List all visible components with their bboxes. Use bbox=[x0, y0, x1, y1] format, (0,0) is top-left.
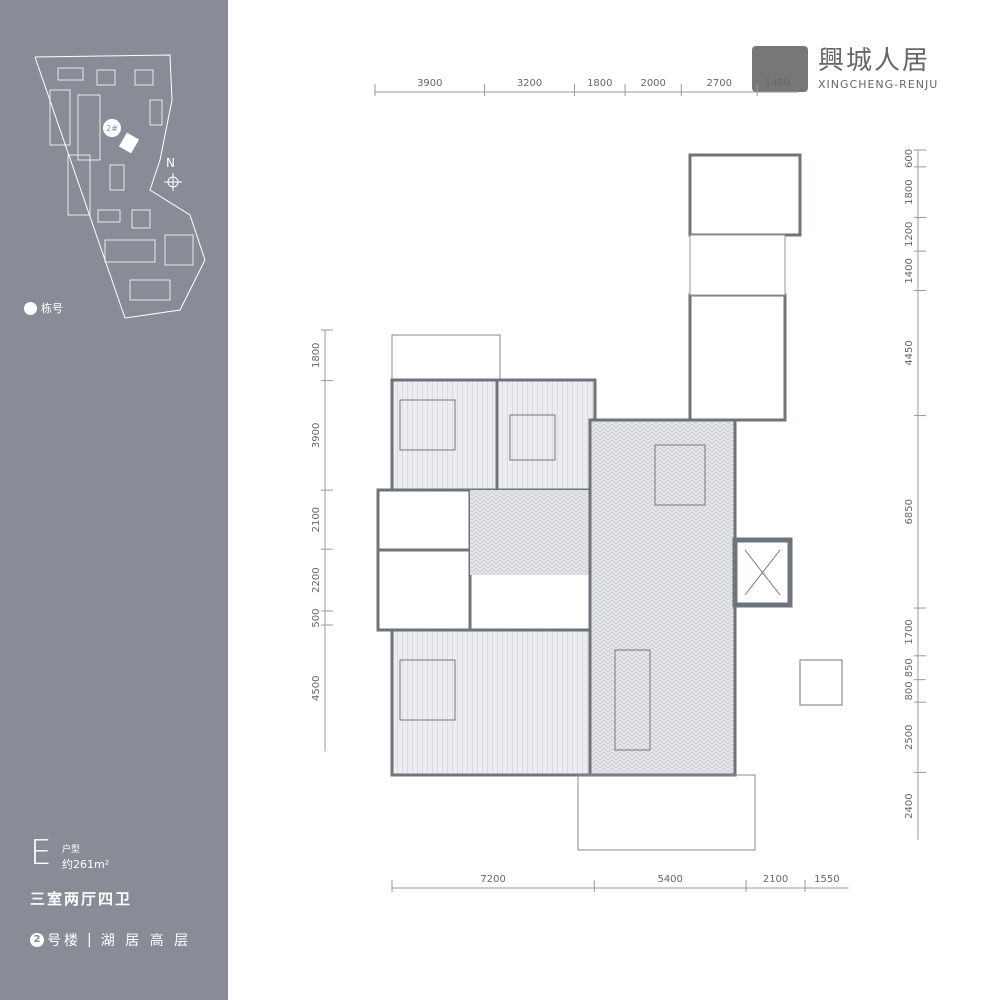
building-name: 号楼 bbox=[47, 933, 81, 949]
balcony-north bbox=[391, 334, 501, 381]
left-dimension-label: 2100 bbox=[311, 507, 322, 532]
elevator-cross-icon bbox=[744, 549, 781, 596]
bed-1 bbox=[399, 399, 456, 451]
top-dimension-label: 2000 bbox=[640, 78, 665, 89]
building-marker-label: 2# bbox=[106, 124, 118, 133]
service-elevator bbox=[799, 659, 843, 706]
left-dimension-label: 500 bbox=[311, 608, 322, 627]
right-dimension-label: 2400 bbox=[904, 793, 915, 818]
rooms bbox=[376, 153, 843, 851]
master-bed bbox=[399, 659, 456, 721]
building-series: 湖 居 高 层 bbox=[100, 933, 192, 949]
living-dining bbox=[588, 418, 737, 777]
right-dimension-label: 600 bbox=[904, 149, 915, 168]
bottom-dimension-label: 2100 bbox=[763, 874, 788, 885]
top-dimension-label: 2700 bbox=[706, 78, 731, 89]
right-dimension-label: 1700 bbox=[904, 619, 915, 644]
unit-type-label: 户型 bbox=[62, 845, 81, 855]
unit-letter: E bbox=[30, 833, 52, 873]
compass-icon bbox=[164, 173, 182, 191]
right-dimension-label: 1200 bbox=[904, 222, 915, 247]
left-dimension-label: 3900 bbox=[311, 423, 322, 448]
corridor bbox=[470, 490, 595, 575]
north-label: N bbox=[166, 156, 175, 170]
right-dimension-label: 850 bbox=[904, 658, 915, 677]
logo-cn: 興城人居 bbox=[818, 45, 931, 76]
legend: 栋号 bbox=[24, 300, 63, 316]
sofa bbox=[614, 649, 651, 751]
separator: | bbox=[87, 932, 95, 948]
left-dimension-label: 2200 bbox=[311, 567, 322, 592]
bedroom-2 bbox=[495, 378, 597, 492]
bed-2 bbox=[509, 414, 556, 461]
dimension-lines: 3900 3200 1800 2000 2700 1450 7200 5400 2100 1550… bbox=[311, 78, 926, 892]
site-plan-map: 2# bbox=[34, 54, 206, 319]
dining-table bbox=[654, 444, 706, 506]
brand-logo: 興城人居 XINGCHENG-RENJU bbox=[752, 46, 938, 92]
building-2-marker bbox=[103, 119, 121, 137]
left-dimension-label: 1800 bbox=[311, 343, 322, 368]
bottom-dimension-label: 1550 bbox=[814, 874, 839, 885]
bottom-dimension-label: 5400 bbox=[657, 874, 682, 885]
top-dimension-label: 3900 bbox=[417, 78, 442, 89]
service-room bbox=[688, 153, 802, 237]
sidebar: 2# N 栋号 E 户型 约261m² 三室两厅四卫 2 号楼 | 湖 居 高 … bbox=[0, 0, 228, 1000]
bathroom-1 bbox=[376, 488, 472, 552]
top-dimension-label: 1800 bbox=[587, 78, 612, 89]
right-dimension-label: 2500 bbox=[904, 725, 915, 750]
legend-label: 栋号 bbox=[41, 302, 63, 315]
right-dimension-label: 1400 bbox=[904, 258, 915, 283]
building-number: 2 bbox=[30, 933, 44, 947]
kitchen bbox=[688, 293, 787, 422]
logo-en: XINGCHENG-RENJU bbox=[818, 77, 939, 91]
unit-area: 约261m² bbox=[62, 858, 110, 871]
logo-mark-icon bbox=[752, 46, 808, 92]
highlighted-building bbox=[118, 132, 140, 154]
bathroom-2 bbox=[376, 548, 472, 632]
right-dimension-label: 4450 bbox=[904, 340, 915, 365]
utility-area bbox=[689, 234, 786, 296]
top-dimension-label: 3200 bbox=[517, 78, 542, 89]
right-dimension-label: 6850 bbox=[904, 499, 915, 524]
unit-layout: 三室两厅四卫 bbox=[30, 890, 133, 908]
master-bedroom bbox=[390, 628, 592, 777]
legend-dot-icon bbox=[24, 301, 37, 315]
right-dimension-label: 1800 bbox=[904, 179, 915, 204]
balcony-south bbox=[577, 774, 756, 851]
building-info: 2 号楼 | 湖 居 高 层 bbox=[30, 930, 191, 950]
left-dimension-label: 4500 bbox=[311, 676, 322, 701]
top-dimension-label: 1450 bbox=[765, 78, 790, 89]
bottom-dimension-label: 7200 bbox=[480, 874, 505, 885]
right-dimension-label: 800 bbox=[904, 681, 915, 700]
bedroom-1 bbox=[390, 378, 499, 492]
